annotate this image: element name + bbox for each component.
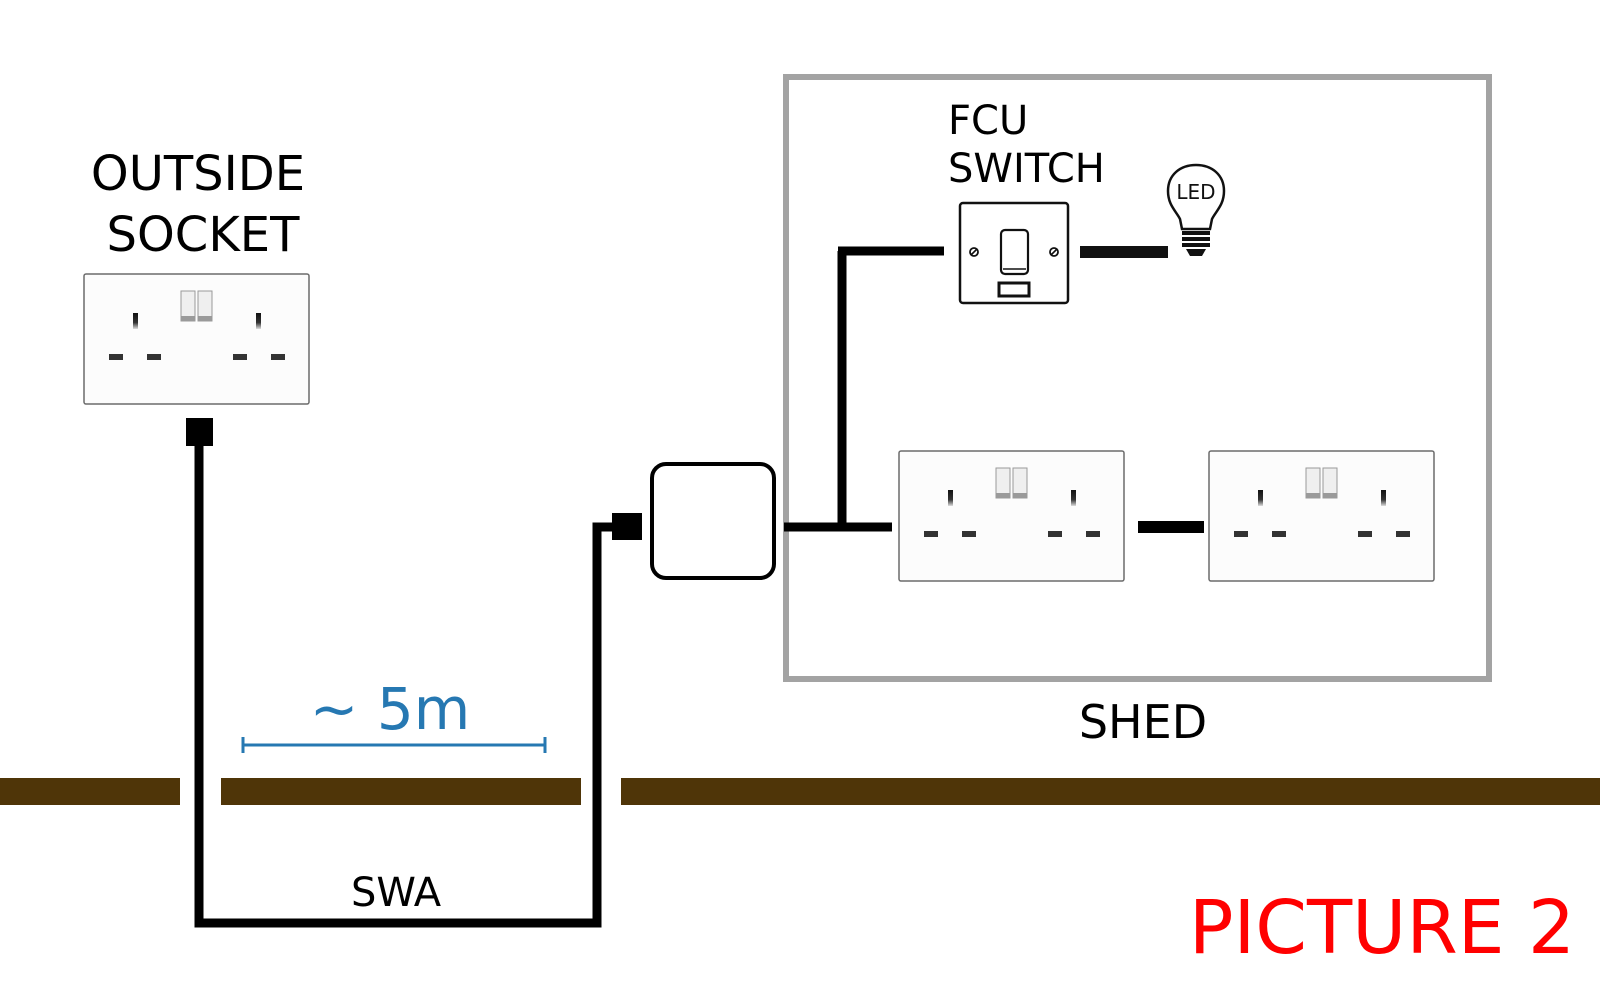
swa-label: SWA (351, 870, 442, 916)
junction-box-icon[interactable] (650, 462, 776, 580)
shed-outline (783, 74, 1492, 682)
cable-gland-junction (612, 513, 642, 540)
cable-gland-outside (186, 418, 213, 446)
fcu-switch-icon[interactable] (958, 201, 1070, 305)
double-socket-icon (898, 450, 1125, 582)
outside-socket[interactable] (83, 273, 310, 405)
distance-measure (241, 737, 547, 753)
distance-label: ~ 5m (310, 675, 470, 743)
shed-wiring (784, 246, 1204, 533)
led-label: LED (1176, 180, 1215, 204)
shed-socket-1[interactable] (898, 450, 1125, 582)
ground-segment-right (621, 778, 1600, 805)
double-socket-icon (83, 273, 310, 405)
ground-line (0, 778, 1600, 805)
outside-socket-label-line2: SOCKET (107, 207, 301, 263)
shed-label: SHED (1079, 695, 1207, 749)
fcu-label-line2: SWITCH (948, 146, 1105, 192)
double-socket-icon (1208, 450, 1435, 582)
ground-segment-left (0, 778, 180, 805)
light-bulb-icon: LED (1166, 163, 1226, 256)
outside-socket-label-line1: OUTSIDE (91, 146, 305, 202)
shed-socket-2[interactable] (1208, 450, 1435, 582)
fcu-label-line1: FCU (948, 98, 1028, 144)
ground-segment-middle (221, 778, 581, 805)
picture-label: PICTURE 2 (1189, 885, 1575, 971)
swa-cable (186, 418, 642, 928)
